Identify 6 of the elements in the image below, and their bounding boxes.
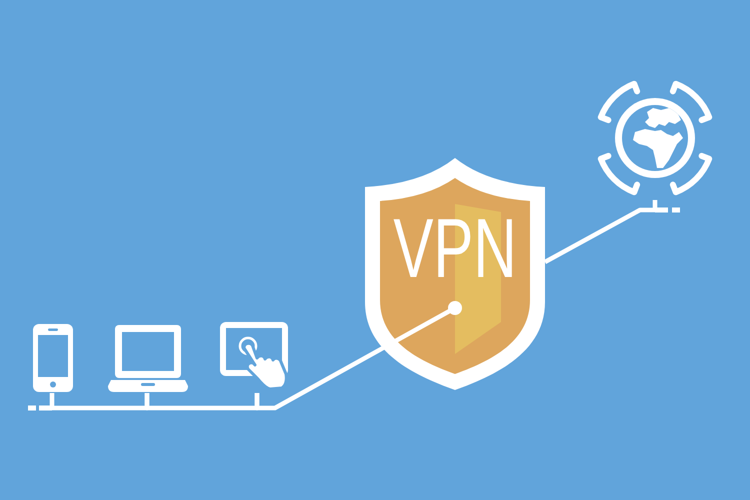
connector-line xyxy=(50,393,150,410)
phone-icon xyxy=(33,324,73,392)
shield-text: VPN xyxy=(393,207,517,291)
laptop-icon xyxy=(108,325,188,392)
connector-line xyxy=(544,200,658,264)
connector-line xyxy=(144,393,260,410)
